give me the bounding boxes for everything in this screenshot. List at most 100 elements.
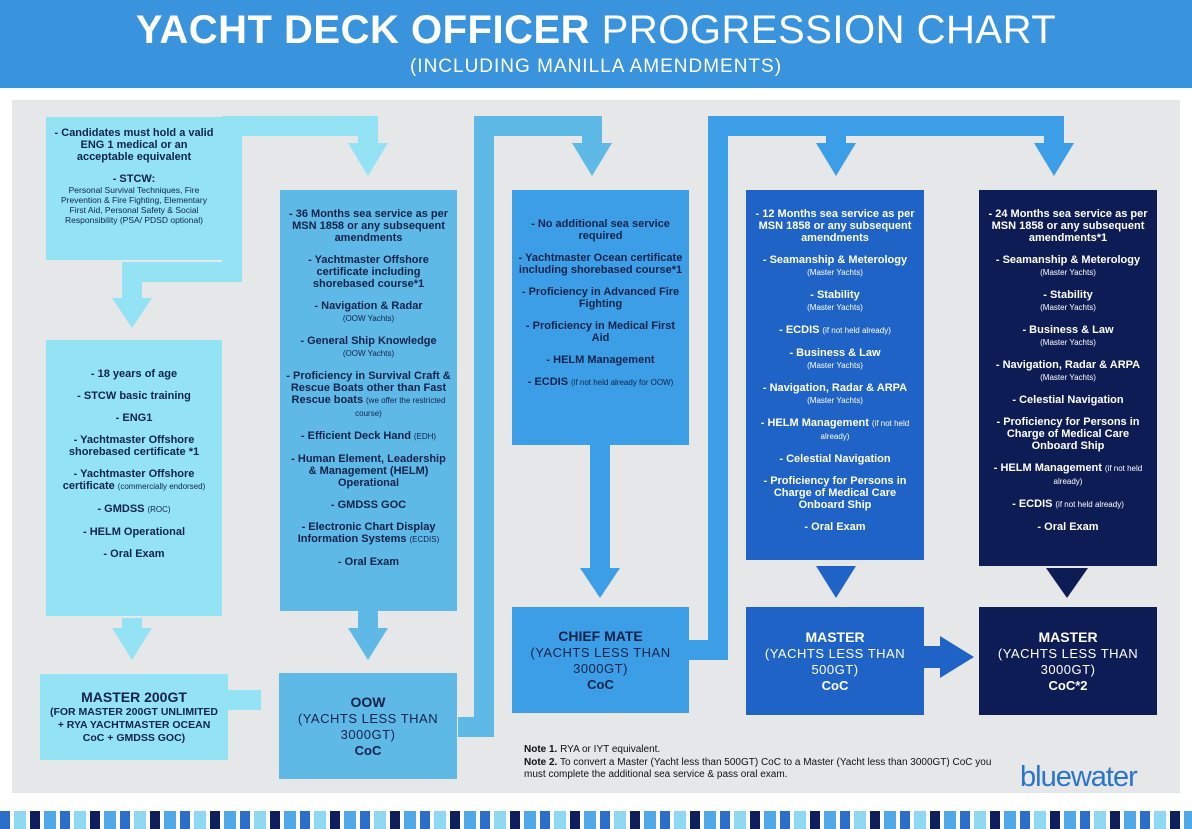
arrow-c4-bottom <box>816 566 856 598</box>
requirement-text: - HELM Operational <box>82 526 186 538</box>
requirement-text: - General Ship Knowledge <box>300 335 437 347</box>
requirement-note: (Master Yachts) <box>807 396 863 405</box>
requirement: - Proficiency for Persons in Charge of M… <box>985 416 1151 452</box>
footer-stripe <box>0 811 1192 829</box>
connector-c1-c2-v <box>222 116 242 282</box>
requirement: - GMDSS GOC <box>286 499 451 511</box>
requirement: - Navigation, Radar & ARPA(Master Yachts… <box>985 359 1151 384</box>
note-text: RYA or IYT equivalent. <box>560 744 661 755</box>
requirement: - Navigation, Radar & ARPA (Master Yachts… <box>752 382 918 407</box>
requirement: - Proficiency in Advanced Fire Fighting <box>518 286 683 310</box>
requirement-text: - Celestial Navigation <box>779 453 891 465</box>
result-coc: CoC <box>587 676 614 692</box>
requirement: - No additional sea service required <box>518 218 683 242</box>
column1-top-requirements: - Candidates must hold a valid ENG 1 med… <box>46 117 222 260</box>
connector-c3-c4-v <box>708 116 728 660</box>
requirement-note: (if not held already for OOW) <box>571 378 674 387</box>
requirement: - Proficiency in Survival Craft & Rescue… <box>286 370 451 420</box>
requirement: - Seamanship & Meterology (Master Yachts) <box>752 254 918 279</box>
requirement-text: - Proficiency in Advanced Fire Fighting <box>521 286 680 310</box>
requirement-note: (ECDIS) <box>409 535 440 544</box>
requirement: - 18 years of age <box>52 368 216 380</box>
requirement-text: - GMDSS GOC <box>330 499 407 511</box>
requirement: - ECDIS (if not held already) <box>985 498 1151 511</box>
requirement-text: - Proficiency in Survival Craft & Rescue… <box>286 370 451 406</box>
requirement-text: - Efficient Deck Hand <box>300 430 411 442</box>
requirement: - Proficiency for Persons in Charge of M… <box>752 475 918 511</box>
requirement: - Business & Law(Master Yachts) <box>752 347 918 372</box>
requirement-text: - Celestial Navigation <box>1012 394 1124 406</box>
result-coc: CoC <box>354 742 382 758</box>
requirement-note: (Master Yachts) <box>807 268 863 277</box>
requirement-note: Personal Survival Techniques, Fire Preve… <box>61 185 207 225</box>
column2-requirements: - 36 Months sea service as per MSN 1858 … <box>280 190 457 611</box>
arrow-c1-b <box>112 628 152 660</box>
requirement: - General Ship Knowledge (OOW Yachts) <box>286 335 451 360</box>
requirement: - HELM Operational <box>52 526 216 538</box>
result-oow: OOW (YACHTS LESS THAN 3000GT) CoC <box>279 673 457 779</box>
requirement-text: - HELM Management <box>993 462 1102 474</box>
requirement-text: - ENG1 <box>115 412 153 424</box>
arrow-c3-top <box>572 143 612 176</box>
requirement-text: - HELM Management <box>760 417 869 429</box>
requirement: - Electronic Chart Display Information S… <box>286 521 451 546</box>
requirement-note: (OOW Yachts) <box>342 349 395 358</box>
requirement: - Oral Exam <box>286 556 451 568</box>
requirement: - HELM Management (if not held already) <box>985 462 1151 488</box>
arrow-c1-a <box>112 298 152 328</box>
requirement-note: (Master Yachts) <box>807 303 863 312</box>
requirement: - 12 Months sea service as per MSN 1858 … <box>752 208 918 244</box>
requirement-text: - STCW: <box>112 173 156 185</box>
requirement: - Yachtmaster Offshore certificate inclu… <box>286 254 451 290</box>
requirement-text: - Candidates must hold a valid ENG 1 med… <box>54 127 214 163</box>
requirement-text: - Yachtmaster Offshore shorebased certif… <box>68 434 200 458</box>
requirement: - Yachtmaster Offshore certificate (comm… <box>52 468 216 493</box>
column5-requirements: - 24 Months sea service as per MSN 1858 … <box>979 190 1157 566</box>
requirement-text: - Stability <box>810 289 860 301</box>
note-1: Note 1. RYA or IYT equivalent. <box>524 744 1014 757</box>
requirement: - Oral Exam <box>752 521 918 533</box>
requirement-text: - Electronic Chart Display Information S… <box>297 521 436 545</box>
arrow-c4-top <box>816 143 856 176</box>
requirement-note: (Master Yachts) <box>1040 268 1096 277</box>
requirement: - Efficient Deck Hand (EDH) <box>286 430 451 443</box>
requirement-note: (Master Yachts) <box>1040 373 1096 382</box>
result-coc: CoC <box>821 677 849 693</box>
result-chief-mate: CHIEF MATE (YACHTS LESS THAN 3000GT) CoC <box>512 607 689 713</box>
requirement-text: - Seamanship & Meterology <box>762 254 908 266</box>
connector-c2-c3-top <box>474 116 602 136</box>
requirement-text: - Oral Exam <box>103 548 165 560</box>
requirement-note: (OOW Yachts) <box>342 314 395 323</box>
requirement-note: (we offer the restricted course) <box>355 396 446 418</box>
result-master-200gt: MASTER 200GT (FOR MASTER 200GT UNLIMITED… <box>40 674 228 760</box>
arrow-c2-bottom <box>348 628 388 660</box>
requirement: - Business & Law(Master Yachts) <box>985 324 1151 349</box>
requirement: - ECDIS (if not held already) <box>752 324 918 337</box>
result-subtitle: (YACHTS LESS THAN 3000GT) <box>530 644 671 676</box>
requirement-text: - Oral Exam <box>1037 521 1099 533</box>
requirement: - HELM Management (if not held already) <box>752 417 918 443</box>
arrow-c5-bottom <box>1046 568 1088 598</box>
connector-c2-c3-v <box>474 116 494 737</box>
requirement-note: (if not held already) <box>1053 464 1143 486</box>
column3-requirements: - No additional sea service required - Y… <box>512 190 689 445</box>
page-subtitle: (INCLUDING MANILLA AMENDMENTS) <box>409 56 783 77</box>
requirement-text: - 18 years of age <box>90 368 178 380</box>
requirement: - Oral Exam <box>52 548 216 560</box>
result-master-3000gt: MASTER (YACHTS LESS THAN 3000GT) CoC*2 <box>979 607 1157 715</box>
requirement-text: - Navigation, Radar & ARPA <box>762 382 908 394</box>
result-master-500gt: MASTER (YACHTS LESS THAN 500GT) CoC <box>746 607 924 715</box>
requirement: - Stability (Master Yachts) <box>752 289 918 314</box>
arrow-c3-bottom <box>580 568 620 598</box>
requirement-note: (EDH) <box>413 432 437 441</box>
requirement: - Seamanship & Meterology(Master Yachts) <box>985 254 1151 279</box>
title-bold: YACHT DECK OFFICER <box>135 8 591 52</box>
result-subtitle: (YACHTS LESS THAN 3000GT) <box>997 645 1139 677</box>
requirement: - Oral Exam <box>985 521 1151 533</box>
arrow-c2-top <box>348 143 388 176</box>
requirement: - HELM Management <box>518 354 683 366</box>
requirement-text: - Navigation & Radar <box>314 300 423 312</box>
requirement: - GMDSS (ROC) <box>52 503 216 516</box>
requirement-text: - Oral Exam <box>337 556 400 568</box>
result-title: MASTER <box>805 628 865 645</box>
